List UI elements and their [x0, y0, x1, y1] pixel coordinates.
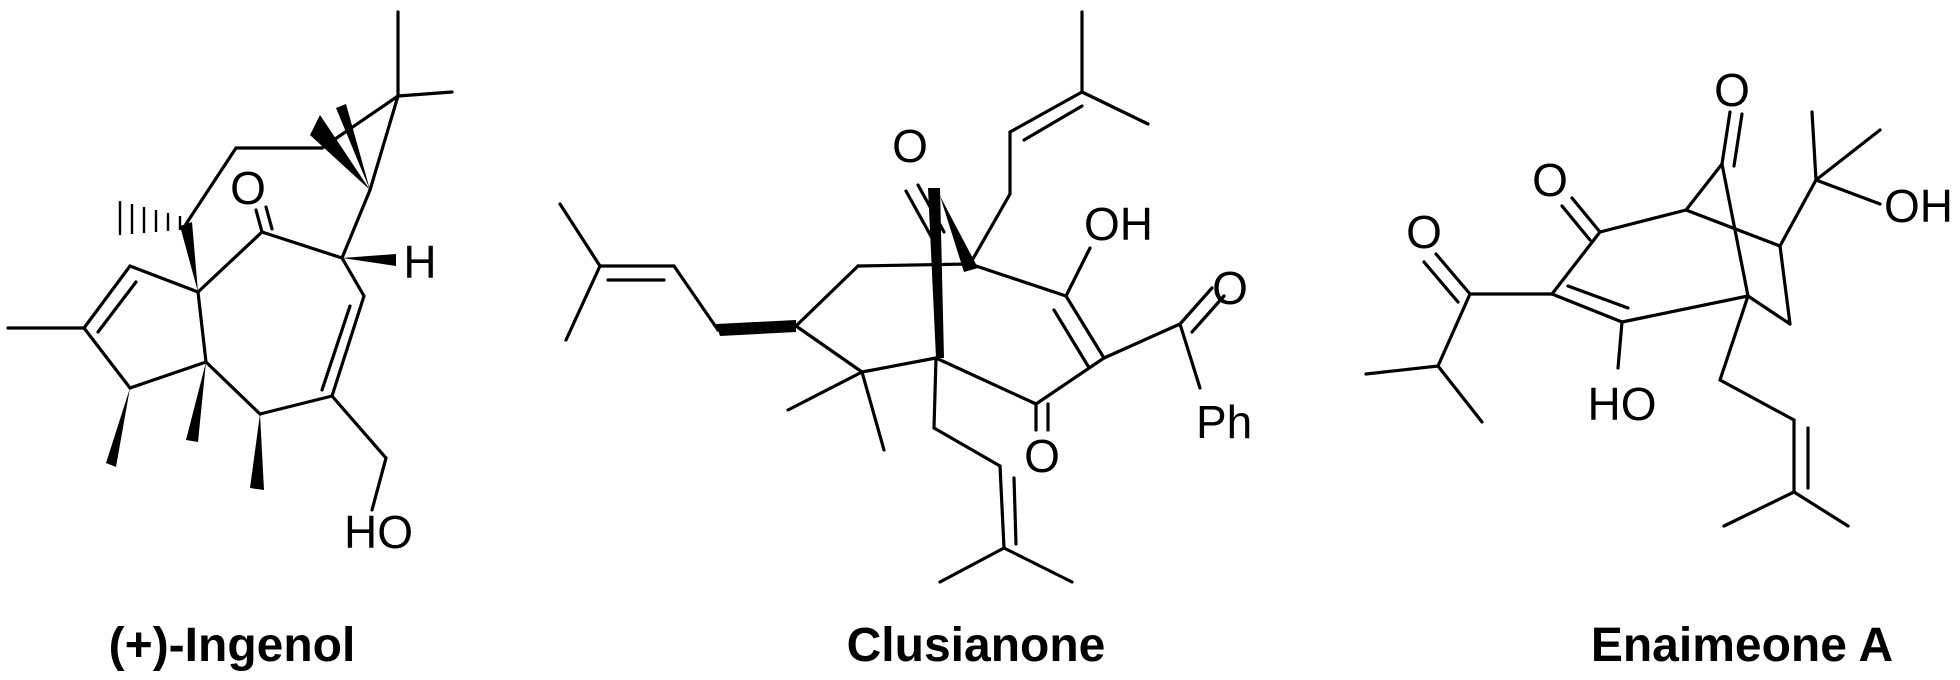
ingenol-structure: O H HO (+)-Ingenol — [6, 10, 454, 672]
ingenol-hydrogen: H — [403, 236, 436, 288]
enaimeone-structure: O O O OH HO Enaimeone A — [1364, 64, 1953, 672]
clusianone-benzoyl-oxygen: O — [1212, 262, 1248, 314]
clusianone-structure: O OH O O Ph Clusianone — [558, 10, 1252, 672]
clusianone-bridge-oxygen: O — [892, 120, 928, 172]
clusianone-ketone-oxygen: O — [1024, 430, 1060, 482]
clusianone-caption: Clusianone — [847, 619, 1106, 672]
ingenol-stereo-bonds — [106, 104, 396, 490]
enaimeone-acyl-oxygen: O — [1406, 206, 1442, 258]
enaimeone-bridge-oxygen: O — [1714, 64, 1750, 116]
enaimeone-enol-hydroxyl: HO — [1588, 378, 1657, 430]
clusianone-stereo-bonds — [716, 188, 978, 358]
enaimeone-tertiary-hydroxyl: OH — [1884, 180, 1953, 232]
ingenol-ketone-oxygen: O — [230, 162, 266, 214]
clusianone-enol-hydroxyl: OH — [1084, 198, 1153, 250]
enaimeone-caption: Enaimeone A — [1591, 619, 1893, 672]
clusianone-bonds — [558, 10, 1226, 584]
clusianone-phenyl: Ph — [1196, 396, 1252, 448]
enaimeone-ring-oxygen: O — [1532, 154, 1568, 206]
ingenol-hydroxyl: HO — [344, 506, 413, 558]
enaimeone-bonds — [1364, 110, 1882, 528]
ingenol-caption: (+)-Ingenol — [109, 619, 356, 672]
ingenol-bonds — [6, 10, 454, 512]
